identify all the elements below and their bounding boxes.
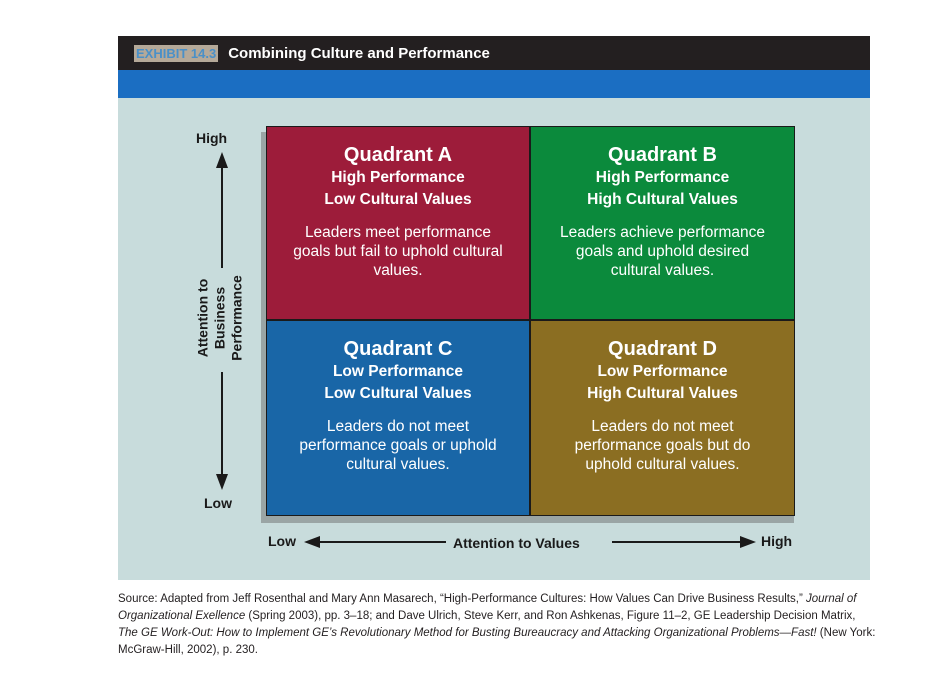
exhibit-header: EXHIBIT 14.3 Combining Culture and Perfo… (118, 36, 870, 70)
source-text-1: Source: Adapted from Jeff Rosenthal and … (118, 593, 806, 605)
x-axis-high-label: High (761, 533, 793, 549)
header-band (118, 70, 870, 98)
quadrant-d-performance: Low Performance (597, 363, 728, 380)
quadrant-b: Quadrant B High Performance High Cultura… (530, 126, 795, 320)
source-journal: Journal of Organizational Exellence (118, 593, 857, 622)
quadrant-c: Quadrant C Low Performance Low Cultural … (266, 320, 530, 516)
exhibit-tag: EXHIBIT 14.3 (134, 44, 219, 62)
quadrant-b-description: Leaders achieve performance goals and up… (559, 224, 766, 279)
quadrant-d-title: Quadrant D (608, 338, 717, 360)
quadrant-d-values: High Cultural Values (587, 385, 738, 402)
source-book: The GE Work-Out: How to Implement GE’s R… (118, 627, 817, 639)
quadrant-a-performance: High Performance (331, 169, 465, 186)
y-axis-title-line1: Attention to (194, 278, 211, 358)
x-axis-title: Attention to Values (453, 535, 580, 551)
quadrant-d: Quadrant D Low Performance High Cultural… (530, 320, 795, 516)
y-axis-title: Attention to Business Performance (195, 218, 246, 418)
exhibit-title: Combining Culture and Performance (228, 44, 490, 62)
y-axis-title-line3: Performance (228, 275, 245, 361)
quadrant-c-description: Leaders do not meet performance goals or… (299, 418, 497, 473)
y-axis-high-label: High (196, 130, 228, 146)
quadrant-d-description: Leaders do not meet performance goals bu… (574, 418, 751, 473)
quadrant-a-description: Leaders meet performance goals but fail … (293, 224, 503, 279)
quadrant-b-performance: High Performance (595, 169, 730, 186)
source-text-2: (Spring 2003), pp. 3–18; and Dave Ulrich… (245, 610, 856, 622)
y-axis-title-line2: Business (211, 286, 228, 350)
quadrant-a-title: Quadrant A (343, 144, 453, 166)
quadrant-b-values: High Cultural Values (587, 191, 738, 208)
quadrant-c-performance: Low Performance (332, 363, 464, 380)
y-axis-arrow-up (216, 152, 228, 168)
x-axis-arrow-left (304, 536, 320, 548)
quadrant-a-values: Low Cultural Values (324, 191, 472, 208)
quadrant-c-title: Quadrant C (343, 338, 453, 360)
y-axis-low-label: Low (204, 495, 232, 511)
source-text-3: (New York: McGraw-Hill, 2002), p. 230. (118, 627, 876, 656)
quadrant-a: Quadrant A High Performance Low Cultural… (266, 126, 530, 320)
quadrant-b-title: Quadrant B (608, 144, 717, 166)
source-citation: Source: Adapted from Jeff Rosenthal and … (118, 591, 878, 659)
x-axis-arrow-right (740, 536, 756, 548)
y-axis-arrow-down (216, 474, 228, 490)
x-axis-low-label: Low (268, 533, 296, 549)
quadrant-c-values: Low Cultural Values (324, 385, 472, 402)
